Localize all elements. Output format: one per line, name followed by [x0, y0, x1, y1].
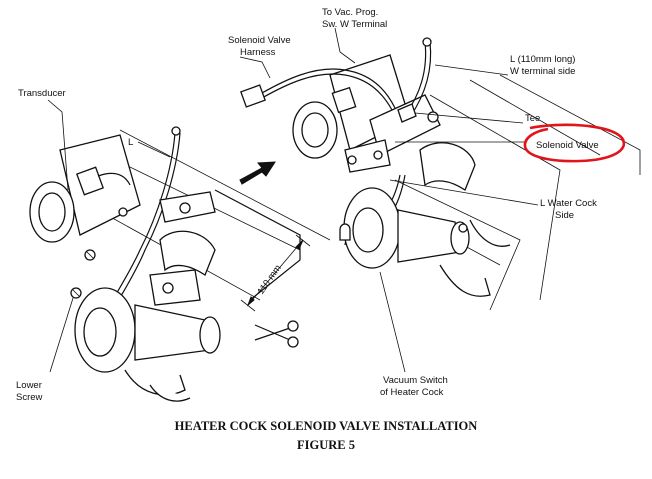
transducer-label: Transducer — [18, 88, 66, 99]
transducer-part — [29, 134, 141, 261]
solenoid-valve-part — [292, 54, 441, 173]
labels: Transducer L Solenoid Valve Harness To V… — [16, 7, 599, 403]
dimension-line: 110 mm — [240, 234, 311, 312]
caption-figure: FIGURE 5 — [297, 438, 355, 452]
vacuum-switch-right — [343, 142, 511, 297]
vac-prog-label-line1: To Vac. Prog. — [322, 7, 378, 18]
vac-prog-label-line2: Sw. W Terminal — [322, 19, 387, 30]
caption-title: HEATER COCK SOLENOID VALVE INSTALLATION — [175, 419, 478, 433]
l-hose-left — [109, 132, 176, 306]
vacuum-switch-label-line1: Vacuum Switch — [383, 375, 448, 386]
l-left-label: L — [128, 137, 133, 148]
harness-label-line1: Solenoid Valve — [228, 35, 291, 46]
solenoid-valve-label: Solenoid Valve — [536, 140, 599, 151]
leader-lines — [47, 27, 539, 373]
tee-part — [397, 103, 417, 123]
lower-screw-label-line1: Lower — [16, 380, 42, 391]
lower-screw-label-line2: Screw — [16, 392, 43, 403]
right-assembly — [240, 37, 641, 311]
l-110-label-line1: L (110mm long) — [510, 54, 575, 65]
harness-connector — [240, 84, 266, 108]
scissors-icon — [254, 320, 299, 348]
left-assembly: 110 mm — [29, 126, 331, 402]
l-110-label-line2: W terminal side — [510, 66, 575, 77]
harness-label-line2: Harness — [240, 47, 276, 58]
dimension-label: 110 mm — [255, 263, 283, 297]
water-cock-label-line1: L Water Cock — [540, 198, 597, 209]
tee-label: Tee — [525, 113, 540, 124]
water-cock-label-line2: Side — [555, 210, 574, 221]
vacuum-switch-label-line2: of Heater Cock — [380, 387, 444, 398]
vacuum-switch-left — [74, 230, 221, 402]
direction-arrow — [239, 161, 276, 185]
highlight-circle — [523, 123, 626, 163]
